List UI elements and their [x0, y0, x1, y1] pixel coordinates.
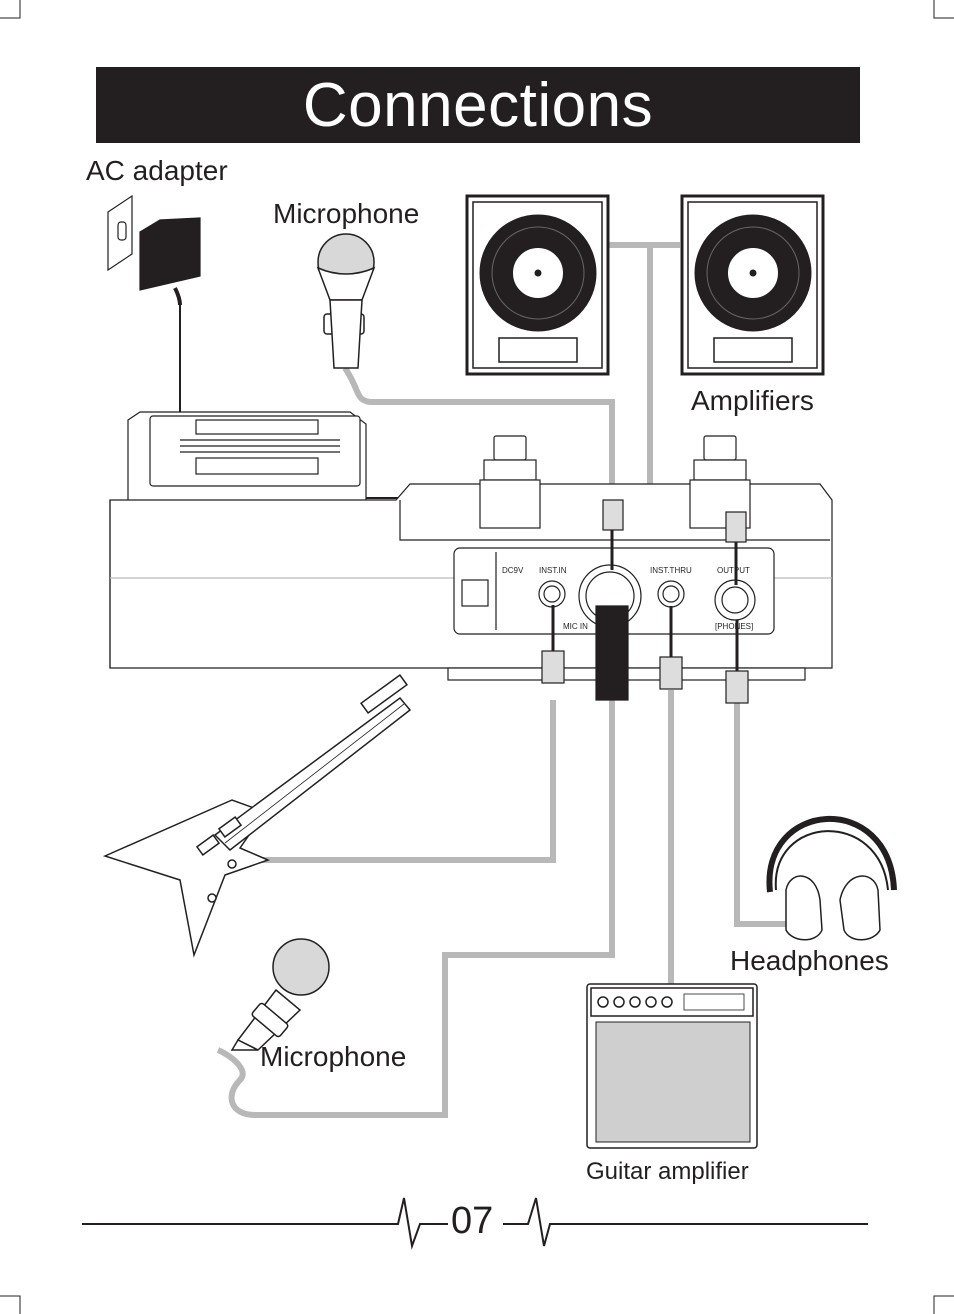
microphone-top-icon [316, 233, 376, 369]
headphones-icon [766, 816, 897, 941]
microphone-bottom-label: Microphone [260, 1041, 407, 1072]
inst-in-label: INST.IN [539, 566, 567, 575]
mic-in-label: MIC IN [563, 622, 588, 631]
guitar-icon [102, 673, 412, 958]
guitar-cable [250, 700, 556, 863]
guitar-amp-icon [586, 983, 758, 1149]
inst-thru-label: INST.THRU [650, 566, 692, 575]
plugs [541, 499, 749, 704]
headphones-label: Headphones [730, 945, 889, 976]
cables [216, 242, 790, 1118]
speaker-right-icon [680, 194, 825, 376]
phones-label: [PHONES] [715, 622, 754, 631]
page-number: 07 [451, 1200, 494, 1242]
ac-adapter-label: AC adapter [86, 155, 228, 186]
headphones-cable [734, 700, 790, 927]
bottom-mic-cable [216, 700, 615, 1118]
output-label: OUTPUT [717, 566, 750, 575]
page-title: Connections [302, 70, 654, 140]
speaker-left-icon [465, 194, 610, 376]
pedal-device-icon [109, 411, 833, 681]
microphone-top-label: Microphone [273, 198, 420, 229]
microphone-bottom-icon [230, 938, 330, 1051]
top-mic-cable [342, 366, 615, 515]
dc-jack-label: DC9V [502, 566, 524, 575]
guitar-amp-label: Guitar amplifier [586, 1158, 749, 1185]
amplifiers-label: Amplifiers [691, 385, 814, 416]
title-bar: Connections [96, 67, 860, 143]
footer-line [82, 1197, 868, 1250]
